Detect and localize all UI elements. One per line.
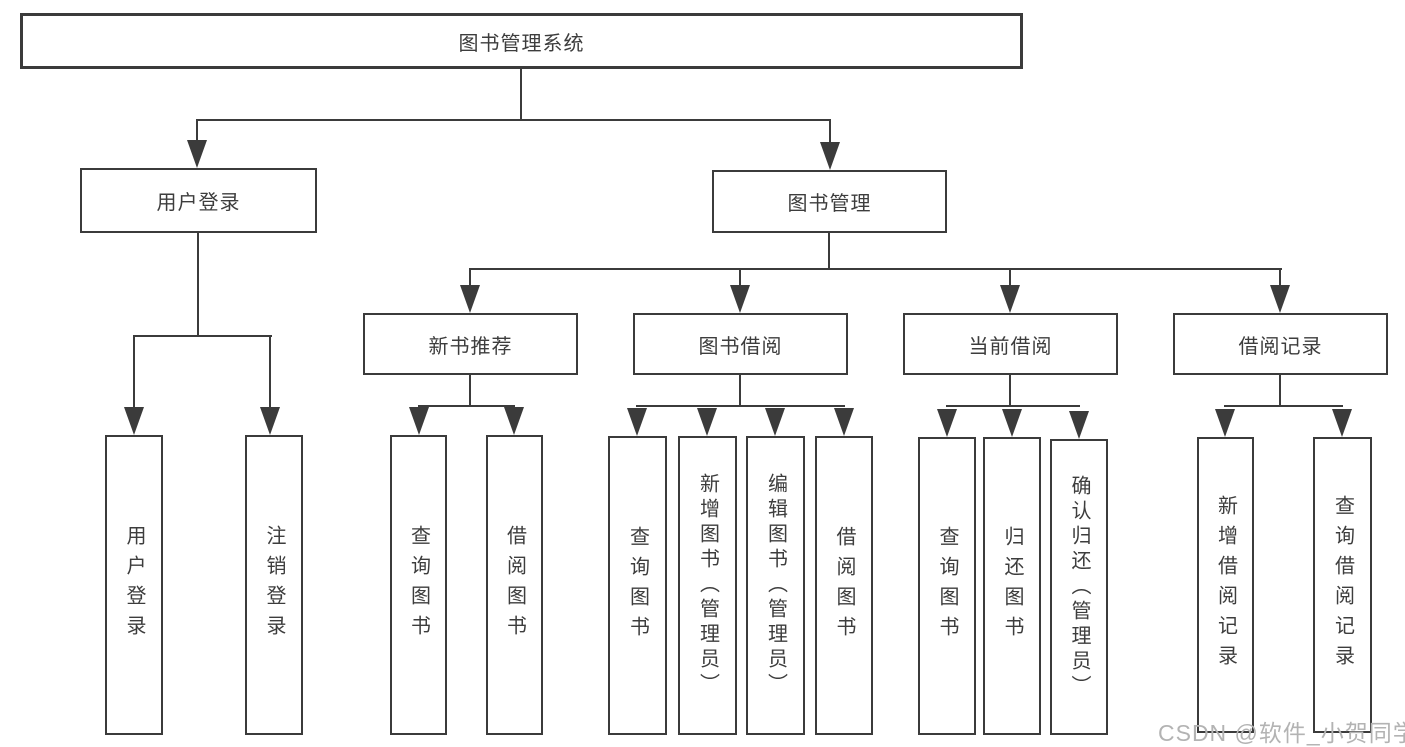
- csdn-watermark: CSDN @软件_小贺同学: [1158, 720, 1405, 746]
- arrow-down-icon: [1000, 285, 1020, 313]
- arrow-down-icon: [627, 408, 647, 436]
- leaf-borrow-edit-book: 编辑图书（管理员）: [746, 436, 805, 735]
- connector-line: [828, 233, 830, 270]
- node-book-mgmt: 图书管理: [712, 170, 947, 233]
- connector-line: [946, 405, 1080, 407]
- node-book-mgmt-label: 图书管理: [787, 193, 872, 215]
- connector-line: [1224, 405, 1343, 407]
- arrow-down-icon: [187, 140, 207, 168]
- leaf-user-login-label: 用户登录: [123, 525, 145, 645]
- leaf-newbooks-query-label: 查询图书: [407, 525, 430, 645]
- connector-line: [133, 335, 272, 337]
- leaf-borrow-borrow-book-label: 借阅图书: [833, 525, 855, 646]
- connector-line: [133, 335, 135, 411]
- leaf-records-add-label: 新增借阅记录: [1214, 495, 1237, 675]
- leaf-borrow-edit-book-label: 编辑图书（管理员）: [764, 473, 787, 698]
- connector-line: [469, 268, 471, 288]
- arrow-down-icon: [409, 407, 429, 435]
- leaf-newbooks-query: 查询图书: [390, 435, 447, 735]
- arrow-down-icon: [1215, 409, 1235, 437]
- node-book-borrow-label: 图书借阅: [698, 335, 783, 358]
- leaf-records-query: 查询借阅记录: [1313, 437, 1372, 733]
- leaf-current-return: 归还图书: [983, 437, 1041, 735]
- arrow-down-icon: [1332, 409, 1352, 437]
- arrow-down-icon: [460, 285, 480, 313]
- arrow-down-icon: [1002, 409, 1022, 437]
- node-book-borrow: 图书借阅: [633, 313, 848, 375]
- leaf-logout-label: 注销登录: [263, 525, 285, 645]
- arrow-down-icon: [937, 409, 957, 437]
- connector-line: [269, 335, 271, 411]
- connector-line: [1279, 375, 1281, 407]
- connector-line: [469, 375, 471, 407]
- leaf-records-add: 新增借阅记录: [1197, 437, 1254, 733]
- node-borrow-records-label: 借阅记录: [1238, 335, 1323, 358]
- leaf-current-return-label: 归还图书: [1001, 526, 1023, 646]
- arrow-down-icon: [765, 408, 785, 436]
- arrow-down-icon: [124, 407, 144, 435]
- connector-line: [1009, 375, 1011, 407]
- arrow-down-icon: [730, 285, 750, 313]
- leaf-logout: 注销登录: [245, 435, 303, 735]
- leaf-borrow-query-label: 查询图书: [626, 525, 649, 646]
- connector-line: [829, 119, 831, 146]
- leaf-borrow-add-book-label: 新增图书（管理员）: [696, 473, 719, 698]
- node-user-login: 用户登录: [80, 168, 317, 233]
- node-borrow-records: 借阅记录: [1173, 313, 1388, 375]
- arrow-down-icon: [697, 408, 717, 436]
- node-current-borrow: 当前借阅: [903, 313, 1118, 375]
- connector-line: [1009, 268, 1011, 288]
- connector-line: [196, 119, 198, 144]
- arrow-down-icon: [1069, 411, 1089, 439]
- connector-line: [196, 119, 831, 121]
- arrow-down-icon: [260, 407, 280, 435]
- leaf-current-query-label: 查询图书: [936, 526, 958, 646]
- arrow-down-icon: [820, 142, 840, 170]
- connector-line: [197, 233, 199, 337]
- arrow-down-icon: [834, 408, 854, 436]
- connector-line: [739, 268, 741, 288]
- leaf-current-query: 查询图书: [918, 437, 976, 735]
- node-new-books: 新书推荐: [363, 313, 578, 375]
- leaf-borrow-borrow-book: 借阅图书: [815, 436, 873, 735]
- node-user-login-label: 用户登录: [156, 192, 241, 214]
- leaf-newbooks-borrow: 借阅图书: [486, 435, 543, 735]
- connector-line: [418, 405, 515, 407]
- connector-line: [520, 69, 522, 121]
- connector-line: [636, 405, 845, 407]
- leaf-records-query-label: 查询借阅记录: [1331, 495, 1354, 675]
- connector-line: [1279, 268, 1281, 288]
- leaf-current-confirm-return-label: 确认归还（管理员）: [1068, 474, 1090, 700]
- connector-line: [739, 375, 741, 407]
- leaf-current-confirm-return: 确认归还（管理员）: [1050, 439, 1108, 735]
- node-current-borrow-label: 当前借阅: [968, 335, 1053, 358]
- leaf-borrow-query: 查询图书: [608, 436, 667, 735]
- arrow-down-icon: [1270, 285, 1290, 313]
- node-new-books-label: 新书推荐: [428, 335, 513, 358]
- node-root-label: 图书管理系统: [458, 32, 585, 55]
- arrow-down-icon: [504, 407, 524, 435]
- leaf-user-login: 用户登录: [105, 435, 163, 735]
- connector-line: [469, 268, 1282, 270]
- node-root: 图书管理系统: [20, 13, 1023, 69]
- leaf-newbooks-borrow-label: 借阅图书: [503, 525, 526, 645]
- leaf-borrow-add-book: 新增图书（管理员）: [678, 436, 737, 735]
